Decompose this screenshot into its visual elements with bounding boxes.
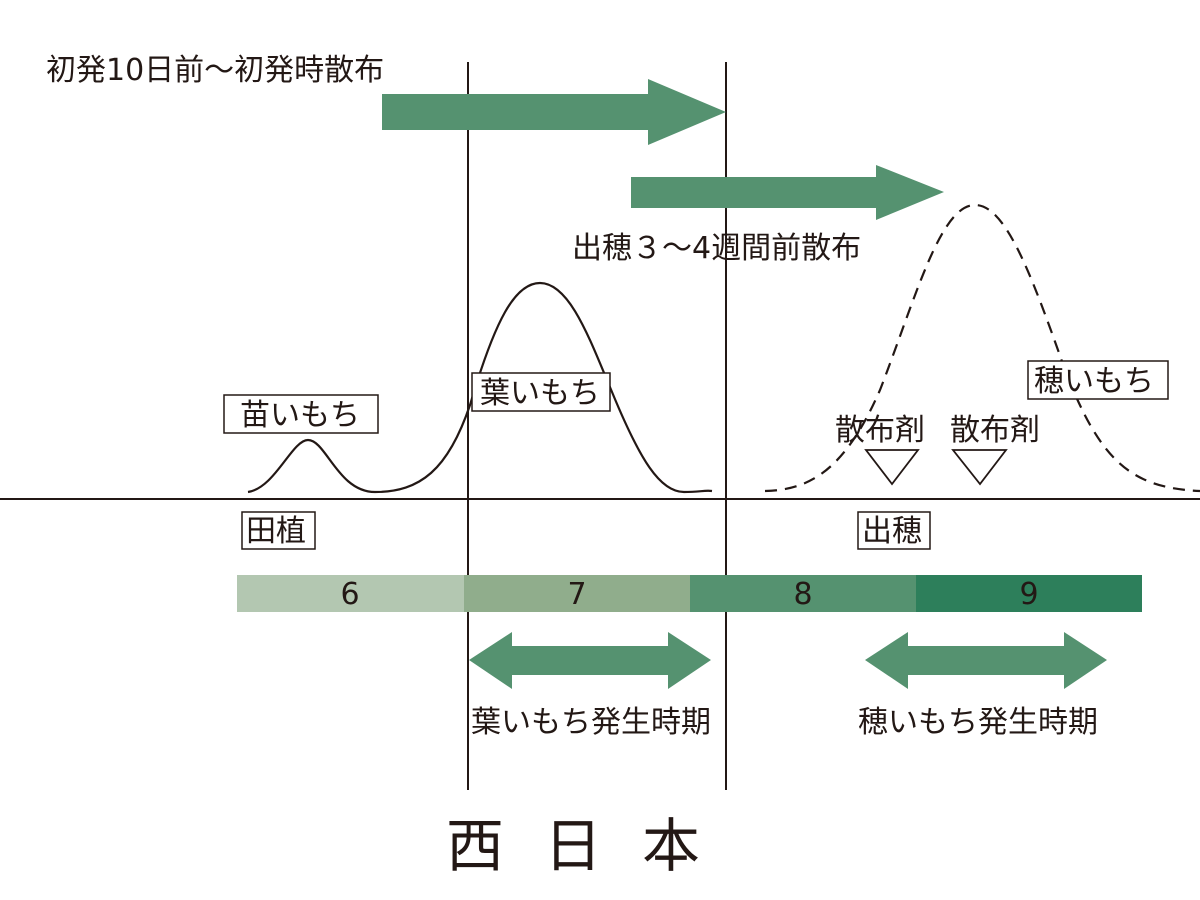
month-bar-7 <box>464 575 690 612</box>
leaf-blast-label: 葉いもち <box>480 376 600 411</box>
spray-arrow-first <box>382 79 726 145</box>
leaf-blast-box <box>471 372 611 412</box>
spray-marker-triangle-1 <box>864 449 920 486</box>
leaf-blast-curve <box>247 281 713 494</box>
spray-marker-triangle-2 <box>951 449 1008 486</box>
spray-marker-label-1: 散布剤 <box>835 413 925 448</box>
transplanting-box <box>241 511 316 550</box>
panicle-blast-period-label: 穂いもち発生時期 <box>858 705 1098 740</box>
panicle-blast-label: 穂いもち <box>1034 364 1154 399</box>
month-bar-9 <box>916 575 1142 612</box>
month-bar-6 <box>237 575 464 612</box>
seedling-blast-box <box>223 394 379 434</box>
panicle-blast-curve <box>764 203 1200 493</box>
month-label-9: 9 <box>1019 577 1038 612</box>
panicle-blast-box <box>1027 360 1169 400</box>
spray-heading-label: 出穂３～4週間前散布 <box>572 231 861 266</box>
month-label-7: 7 <box>567 577 586 612</box>
spray-marker-label-2: 散布剤 <box>950 413 1040 448</box>
transplanting-label: 田植 <box>246 514 306 549</box>
heading-label: 出穂 <box>862 514 922 549</box>
panicle-blast-period-arrow <box>865 632 1107 689</box>
leaf-blast-period-arrow <box>469 632 711 689</box>
spray-first-label: 初発10日前～初発時散布 <box>46 53 384 88</box>
region-label: 西日本 <box>446 812 740 880</box>
month-label-8: 8 <box>793 577 812 612</box>
heading-box <box>857 511 931 550</box>
month-label-6: 6 <box>340 577 359 612</box>
month-bar-8 <box>690 575 916 612</box>
spray-arrow-heading <box>631 165 944 220</box>
seedling-blast-label: 苗いもち <box>240 398 360 433</box>
leaf-blast-period-label: 葉いもち発生時期 <box>471 705 711 740</box>
